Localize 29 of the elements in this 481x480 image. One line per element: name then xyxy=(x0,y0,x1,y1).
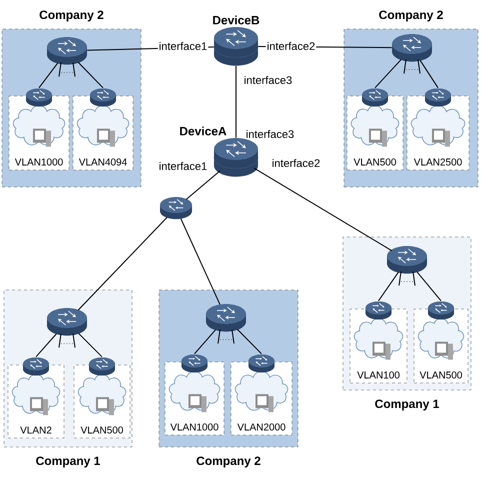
group-heading: Company 2 xyxy=(196,456,260,468)
group-heading: Company 1 xyxy=(36,456,100,468)
link-line xyxy=(420,60,438,88)
link-line xyxy=(194,329,216,354)
device-label: DeviceA xyxy=(180,126,226,136)
vlan-label: VLAN2 xyxy=(19,426,53,434)
link-line xyxy=(254,168,392,252)
link-line xyxy=(374,59,402,88)
link-line xyxy=(38,62,58,88)
link-line xyxy=(36,333,57,358)
switch-icon xyxy=(160,197,192,220)
link-line xyxy=(378,272,399,302)
device-label: DeviceB xyxy=(213,16,260,24)
interface-label: interface1 xyxy=(158,40,208,52)
group-heading: Company 1 xyxy=(375,400,439,410)
link-line xyxy=(236,328,262,354)
link-line xyxy=(180,218,220,305)
link-line xyxy=(186,170,220,200)
group-heading: Company 2 xyxy=(40,10,104,22)
link-line xyxy=(78,332,102,358)
link-line xyxy=(416,271,442,302)
link-line xyxy=(78,62,104,88)
interface-label: interface3 xyxy=(244,128,296,140)
interface-label: interface2 xyxy=(270,158,322,168)
interface-label: interface3 xyxy=(242,74,294,86)
interface-label: interface2 xyxy=(266,40,316,52)
group-heading: Company 2 xyxy=(379,10,443,22)
interface-label: interface1 xyxy=(158,160,208,172)
link-line xyxy=(78,216,168,311)
